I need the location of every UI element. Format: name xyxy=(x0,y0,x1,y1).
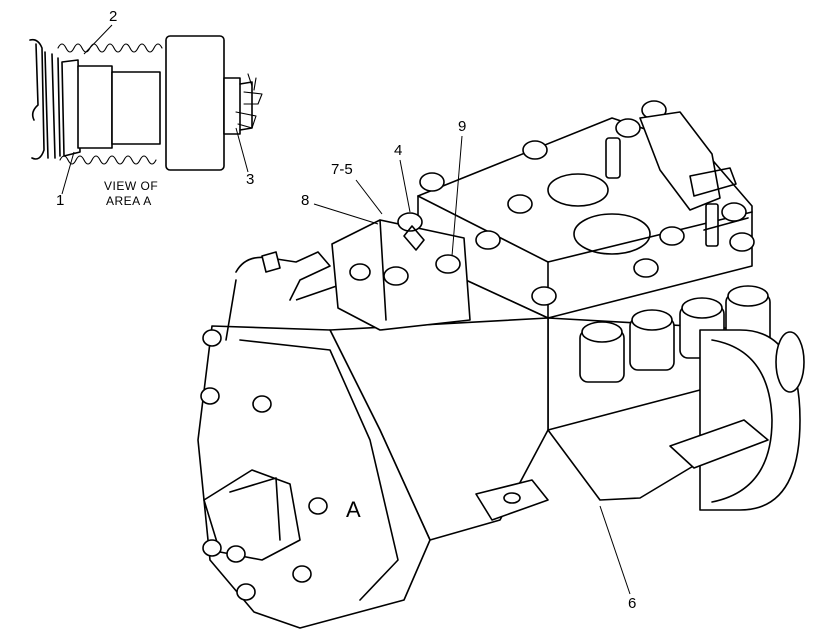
callout-6: 6 xyxy=(628,595,636,612)
callout-9: 9 xyxy=(458,118,466,135)
fuel-pump-assembly: A 4 7-5 8 9 6 xyxy=(197,100,805,629)
inset-caption-line2: AREA A xyxy=(106,194,152,208)
area-a-label: A xyxy=(346,497,361,522)
callout-8: 8 xyxy=(301,192,309,209)
inset-view-area-a: 2 1 3 VIEW OF AREA A xyxy=(29,8,263,209)
callout-3: 3 xyxy=(246,171,254,188)
inset-caption-line1: VIEW OF xyxy=(104,179,158,193)
callout-4: 4 xyxy=(394,142,402,159)
cover-bolts xyxy=(419,100,755,306)
callout-7-5: 7-5 xyxy=(331,161,353,178)
callout-1: 1 xyxy=(56,192,64,209)
callout-2: 2 xyxy=(109,8,117,25)
governor-bolts xyxy=(200,329,328,601)
